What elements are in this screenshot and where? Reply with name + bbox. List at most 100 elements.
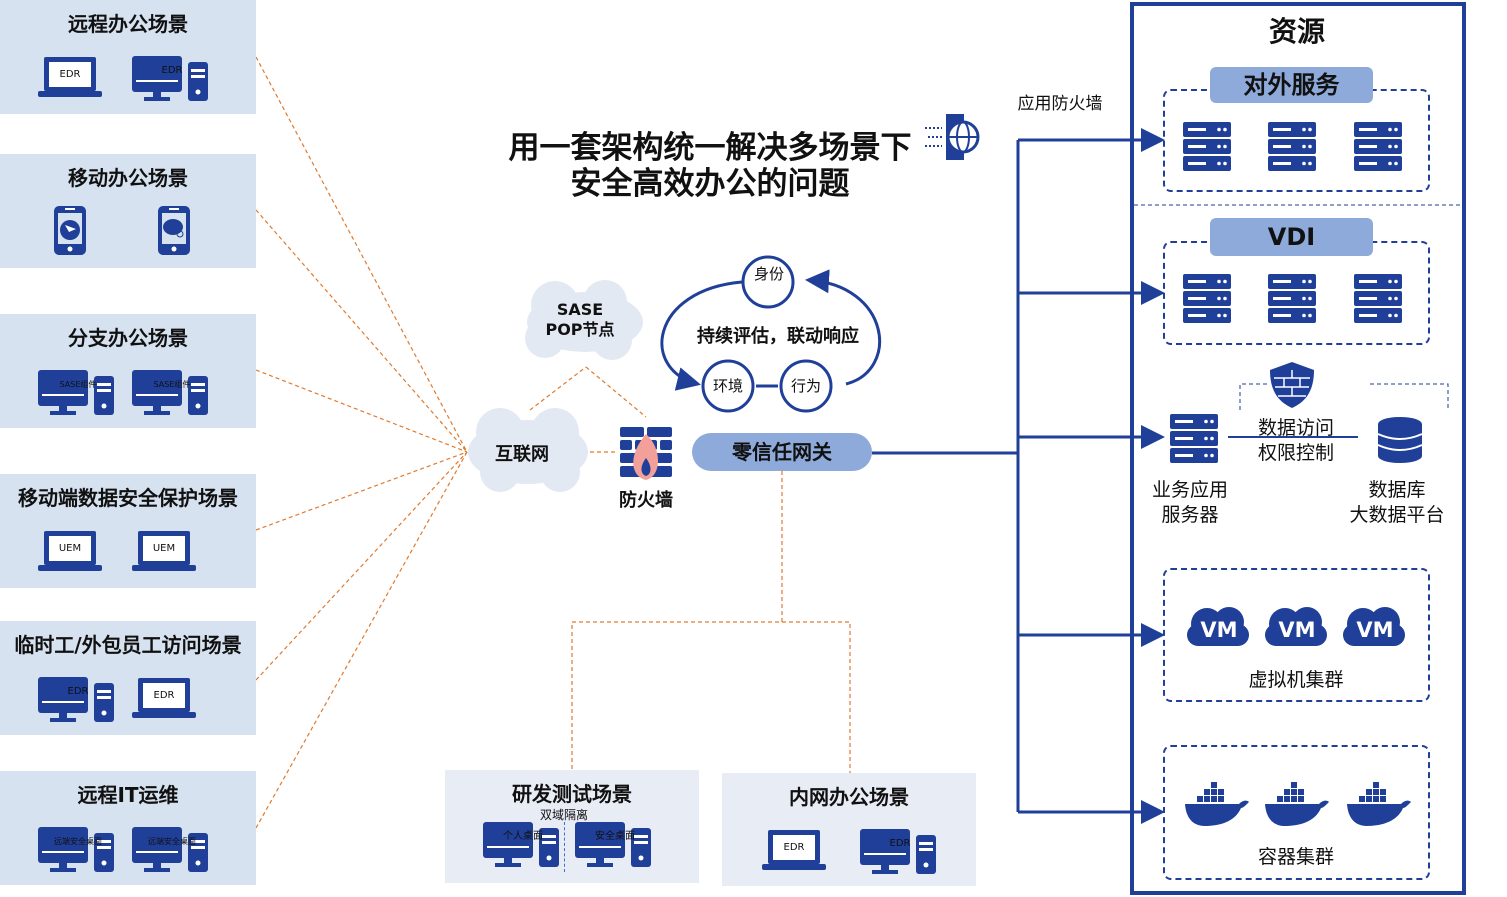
svg-text:EDR: EDR — [890, 838, 911, 849]
scenario-panel: 移动办公场景 — [0, 154, 256, 268]
scenario-panel: 分支办公场景 SASE组件 SASE组件 — [0, 314, 256, 428]
desktop-icon: EDR — [860, 829, 940, 879]
resources-panel — [1130, 2, 1466, 895]
vm-label: VM — [1278, 618, 1316, 642]
container-cluster-label: 容器集群 — [1257, 846, 1335, 868]
docker-icon — [1263, 778, 1331, 832]
desktop-icon: 安全桌面 — [575, 822, 655, 872]
scenario-panel: 远程办公场景 EDR EDR — [0, 0, 256, 114]
app-server-line-2: 服务器 — [1161, 504, 1219, 526]
scenario-panel: 研发测试场景双域隔离个人桌面 安全桌面 — [445, 770, 699, 883]
svg-text:EDR: EDR — [162, 65, 183, 76]
main-title: 用一套架构统一解决多场景下 安全高效办公的问题 — [509, 130, 912, 202]
database-label: 数据库 大数据平台 — [1349, 478, 1444, 528]
app-server-label: 业务应用 服务器 — [1152, 478, 1228, 528]
environment-label: 环境 — [712, 377, 744, 395]
scenario-title: 移动办公场景 — [68, 166, 188, 190]
scenario-panel: 移动端数据安全保护场景 UEM UEM — [0, 474, 256, 588]
server-icon — [1183, 274, 1231, 328]
vdi-label: VDI — [1210, 218, 1373, 256]
sase-pop-line-1: SASE — [556, 300, 604, 319]
server-icon — [1354, 274, 1402, 328]
behavior-node — [779, 359, 833, 413]
server-icon — [1183, 122, 1231, 176]
scenario-panel: 远程IT运维远端安全桌面 远端安全桌面 — [0, 771, 256, 885]
zero-trust-gateway[interactable]: 零信任网关 — [692, 433, 872, 471]
behavior-label: 行为 — [790, 377, 822, 395]
vm-cloud-icon: VM — [1263, 604, 1331, 652]
access-control-line-2: 权限控制 — [1257, 442, 1335, 464]
svg-text:远端安全桌面: 远端安全桌面 — [148, 836, 196, 846]
gateway-links — [872, 128, 1165, 824]
svg-text:个人桌面: 个人桌面 — [503, 829, 543, 842]
desktop-icon: EDR — [132, 56, 212, 106]
scenario-title: 远程IT运维 — [77, 783, 179, 807]
sase-pop-line-2: POP节点 — [545, 320, 615, 339]
title-line-1: 用一套架构统一解决多场景下 — [508, 130, 912, 166]
app-firewall-icon — [925, 114, 980, 160]
scenario-title: 研发测试场景 — [512, 782, 632, 806]
phone-app-icon — [54, 206, 88, 260]
app-server-line-1: 业务应用 — [1151, 479, 1229, 501]
desktop-icon: SASE组件 — [38, 370, 118, 420]
sase-pop-cloud — [525, 280, 643, 360]
laptop-icon: EDR — [132, 677, 196, 723]
access-control-line-1: 数据访问 — [1257, 417, 1335, 439]
title-line-2: 安全高效办公的问题 — [570, 166, 850, 202]
scenario-title: 内网办公场景 — [789, 785, 909, 809]
laptop-icon: EDR — [38, 56, 102, 102]
isolation-note: 双域隔离 — [540, 808, 589, 822]
isolation-divider — [564, 822, 565, 872]
svg-text:UEM: UEM — [59, 543, 81, 554]
laptop-icon: UEM — [132, 530, 196, 576]
svg-text:远端安全桌面: 远端安全桌面 — [54, 836, 102, 846]
evaluation-cycle-arrows — [660, 269, 882, 391]
svg-text:SASE组件: SASE组件 — [60, 379, 97, 389]
svg-text:SASE组件: SASE组件 — [154, 379, 191, 389]
svg-text:EDR: EDR — [60, 69, 81, 80]
desktop-icon: 远端安全桌面 — [132, 827, 212, 877]
laptop-icon: EDR — [762, 829, 826, 875]
database-icon — [1377, 417, 1423, 463]
sase-pop-label: SASE POP节点 — [545, 300, 614, 340]
vm-cluster-label: 虚拟机集群 — [1248, 669, 1344, 691]
identity-node — [741, 255, 795, 309]
scenario-title: 远程办公场景 — [68, 12, 188, 36]
access-control-label: 数据访问 权限控制 — [1258, 416, 1334, 466]
svg-text:EDR: EDR — [154, 690, 175, 701]
vm-label: VM — [1356, 618, 1394, 642]
desktop-icon: EDR — [38, 677, 118, 727]
desktop-icon: SASE组件 — [132, 370, 212, 420]
environment-node — [701, 359, 755, 413]
scenario-title: 分支办公场景 — [68, 326, 188, 350]
svg-text:EDR: EDR — [68, 686, 89, 697]
server-icon — [1268, 122, 1316, 176]
app-firewall-label: 应用防火墙 — [1017, 94, 1103, 114]
database-line-2: 大数据平台 — [1349, 504, 1445, 526]
internet-cloud — [468, 408, 588, 492]
external-services-label: 对外服务 — [1210, 67, 1373, 103]
cycle-center-label: 持续评估，联动响应 — [697, 326, 859, 347]
docker-icon — [1183, 778, 1251, 832]
vm-cloud-icon: VM — [1185, 604, 1253, 652]
internet-label: 互联网 — [495, 444, 549, 465]
desktop-icon: 远端安全桌面 — [38, 827, 118, 877]
vm-cloud-icon: VM — [1341, 604, 1409, 652]
scenario-links — [255, 56, 851, 829]
desktop-icon: 个人桌面 — [483, 822, 563, 872]
svg-text:安全桌面: 安全桌面 — [595, 829, 635, 842]
container-cluster-box — [1163, 745, 1430, 880]
scenario-title: 移动端数据安全保护场景 — [18, 486, 238, 510]
app-server-icon — [1170, 414, 1218, 468]
shield-icon — [1270, 362, 1314, 408]
svg-text:EDR: EDR — [784, 842, 805, 853]
laptop-icon: UEM — [38, 530, 102, 576]
docker-icon — [1345, 778, 1413, 832]
vm-label: VM — [1200, 618, 1238, 642]
database-line-1: 数据库 — [1368, 479, 1426, 501]
scenario-panel: 内网办公场景 EDR EDR — [722, 773, 976, 886]
svg-text:UEM: UEM — [153, 543, 175, 554]
